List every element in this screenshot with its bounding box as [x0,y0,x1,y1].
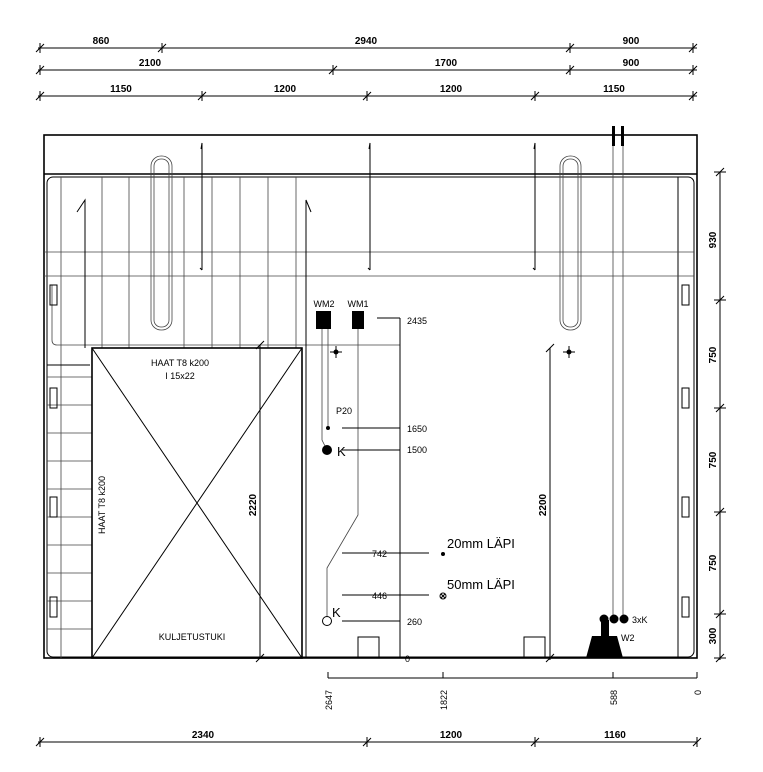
haat-profile-label: I 15x22 [165,371,195,381]
dim-label: 750 [708,346,719,363]
dim-label: 1200 [440,84,463,95]
height-dimension: 2435 1650 1500 742 446 260 0 [342,316,429,664]
dim-label: 900 [623,36,640,47]
crosshair-markers [330,346,575,358]
dim-label: 750 [708,554,719,571]
k-label: K [337,444,346,459]
wm1-label: WM1 [348,299,369,309]
offset-label: 2647 [324,690,334,710]
height-mark: 0 [405,654,410,664]
height-mark: 742 [372,549,387,559]
right-dimension-line: 930 750 750 750 300 [708,167,726,663]
dim-label: 2940 [355,36,378,47]
k-label-2: K [332,605,341,620]
dim-label: 1200 [440,730,463,741]
w2-riser: 3xK W2 [586,126,648,658]
height-mark: 446 [372,591,387,601]
wm2-label: WM2 [314,299,335,309]
kuljetustuki-label: KULJETUSTUKI [159,632,226,642]
beam-grid [44,177,694,658]
pass-through-holes: 20mm LÄPI 50mm LÄPI [439,536,515,600]
floor-box [357,636,380,659]
p20-label: P20 [336,406,352,416]
3xk-label: 3xK [632,615,648,625]
offset-label: 588 [609,690,619,705]
hole-20-label: 20mm LÄPI [447,536,515,551]
dim-label: 300 [708,627,719,644]
bottom-offset-line: 2647 1822 588 0 [324,672,703,710]
dim-label: 1700 [435,58,458,69]
dim-label: 930 [708,231,719,248]
height-mark: 1500 [407,445,427,455]
haat-label: HAAT T8 k200 [151,358,209,368]
hole-50-label: 50mm LÄPI [447,577,515,592]
bottom-dimension-line: 2340 1200 1160 [35,730,702,747]
wall-sockets [49,284,690,618]
dim-label: 860 [93,36,110,47]
height-mark: 2435 [407,316,427,326]
wm1-box [352,311,364,329]
direction-arrows [76,142,536,658]
heating-loop [150,155,582,331]
dim-label: 1150 [603,84,625,95]
dim-label: 750 [708,451,719,468]
height-mark: 1650 [407,424,427,434]
wm2-box [316,311,331,329]
top-dimension-lines: 860 2940 900 2100 1700 900 1150 1200 120… [35,36,698,101]
floor-box [523,636,546,659]
dim-label: 2340 [192,730,215,741]
k-drain-open [322,616,332,626]
transport-support: HAAT T8 k200 I 15x22 HAAT T8 k200 KULJET… [91,340,303,663]
dim-2220: 2220 [248,493,259,516]
haat-side-label: HAAT T8 k200 [97,476,107,534]
dim-label: 1160 [604,730,626,741]
dim-label: 1150 [110,84,132,95]
k-drain-filled [322,445,332,455]
offset-label: 1822 [439,690,449,710]
water-meters: WM2 WM1 P20 K K [314,299,369,626]
dim-label: 1200 [274,84,297,95]
hole-20mm-icon [441,552,445,556]
w2-label: W2 [621,633,635,643]
dim-label: 900 [623,58,640,69]
offset-label: 0 [693,690,703,695]
dim-label: 2100 [139,58,162,69]
dim-2200: 2200 [538,493,549,516]
height-mark: 260 [407,617,422,627]
